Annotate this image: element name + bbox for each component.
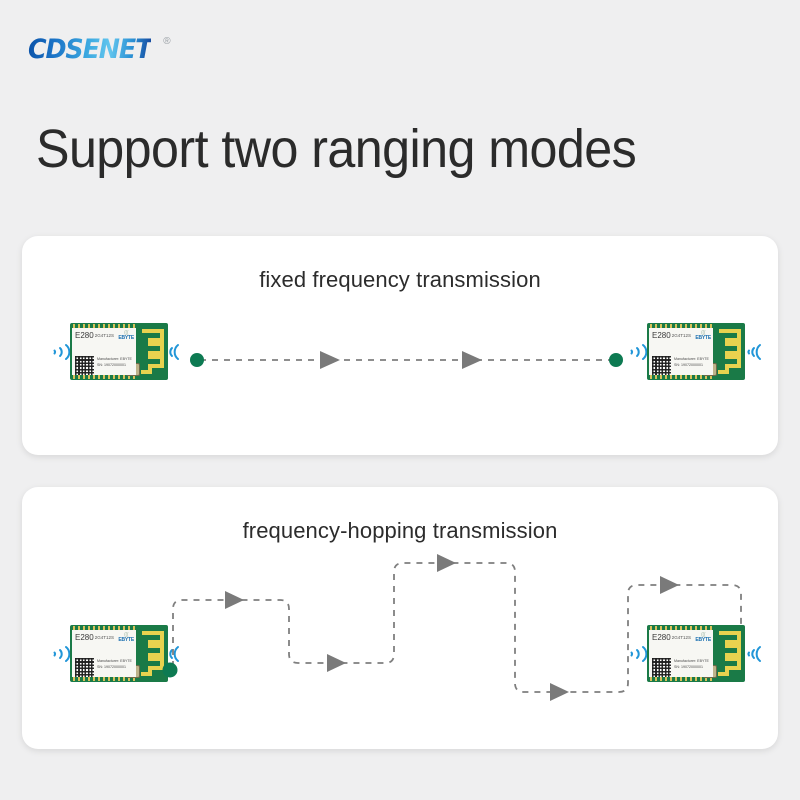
pcb-brand-name: EBYTE — [695, 335, 711, 341]
hop-arrow-1-icon — [225, 591, 244, 609]
brand-logo-text: CDSENET — [28, 34, 152, 65]
pcb-pads-top — [73, 626, 135, 630]
pcb-maker-text: Manufacturer: EBYTE SN: 19072000001 — [97, 659, 132, 670]
frequency-hopping-path — [162, 554, 742, 701]
pcb-pads-top — [650, 626, 712, 630]
pcb-model-variant: 2G4T12S — [94, 333, 114, 338]
pcb-antenna-trace-icon — [141, 631, 164, 676]
hop-arrow-2-icon — [327, 654, 346, 672]
pcb-brand-logo: ((( EBYTE — [118, 633, 134, 643]
pcb-pads-top — [650, 324, 712, 328]
pcb-model-label: E2802G4T12S — [652, 332, 691, 340]
pcb-brand-mark: ((( — [124, 330, 129, 336]
card-fixed-frequency-title: fixed frequency transmission — [259, 267, 541, 292]
pcb-manufacturer-line: Manufacturer: EBYTE — [97, 357, 132, 362]
pcb-antenna-trace-icon — [718, 329, 741, 374]
node-start-dot — [190, 353, 204, 367]
page-title: Support two ranging modes — [36, 119, 637, 179]
pcb-model-label: E2802G4T12S — [75, 332, 114, 340]
pcb-module-left: E2802G4T12S ((( EBYTE Manufacturer: EBYT… — [70, 625, 168, 682]
pcb-serial-line: SN: 19072000001 — [674, 664, 703, 669]
brand-logo: CDSENET ® — [28, 36, 171, 63]
pcb-module-right: E2802G4T12S ((( EBYTE Manufacturer: EBYT… — [647, 625, 745, 682]
pcb-qr-code-icon — [652, 658, 671, 677]
pcb-brand-mark: ((( — [701, 632, 706, 638]
hop-arrow-4-icon — [550, 683, 569, 701]
pcb-brand-name: EBYTE — [118, 335, 134, 341]
pcb-pads-bottom — [650, 677, 712, 681]
signal-waves-left-icon — [630, 645, 647, 662]
pcb-model-label: E2802G4T12S — [652, 634, 691, 642]
node-end-dot — [609, 353, 623, 367]
pcb-serial-line: SN: 19072000001 — [97, 362, 126, 367]
pcb-manufacturer-line: Manufacturer: EBYTE — [674, 659, 709, 664]
pcb-model-variant: 2G4T12S — [671, 635, 691, 640]
signal-waves-left-icon — [53, 645, 70, 662]
hop-arrow-5-icon — [660, 576, 679, 594]
pcb-qr-code-icon — [652, 356, 671, 375]
pcb-brand-logo: ((( EBYTE — [695, 331, 711, 341]
module-left-fixed: E2802G4T12S ((( EBYTE Manufacturer: EBYT… — [46, 323, 190, 380]
pcb-model-variant: 2G4T12S — [94, 635, 114, 640]
pcb-brand-mark: ((( — [701, 330, 706, 336]
signal-waves-right-icon — [169, 343, 179, 360]
pcb-manufacturer-line: Manufacturer: EBYTE — [674, 357, 709, 362]
pcb-maker-text: Manufacturer: EBYTE SN: 19072000001 — [97, 357, 132, 368]
signal-waves-right-icon — [169, 645, 179, 662]
pcb-antenna-trace-icon — [141, 329, 164, 374]
fixed-frequency-diagram: E2802G4T12S ((( EBYTE Manufacturer: EBYT… — [22, 236, 778, 455]
path-arrow-2-icon — [462, 351, 482, 369]
pcb-qr-code-icon — [75, 356, 94, 375]
pcb-serial-line: SN: 19072000001 — [97, 664, 126, 669]
card-fixed-frequency: fixed frequency transmission — [22, 236, 778, 455]
module-left-hopping: E2802G4T12S ((( EBYTE Manufacturer: EBYT… — [46, 625, 190, 682]
pcb-brand-mark: ((( — [124, 632, 129, 638]
module-right-fixed: E2802G4T12S ((( EBYTE Manufacturer: EBYT… — [623, 323, 771, 380]
hop-arrow-3-icon — [437, 554, 456, 572]
pcb-model-name: E280 — [75, 633, 94, 642]
registered-trademark-icon: ® — [163, 36, 171, 47]
pcb-maker-text: Manufacturer: EBYTE SN: 19072000001 — [674, 357, 709, 368]
signal-waves-right-icon — [747, 645, 761, 662]
pcb-brand-name: EBYTE — [695, 637, 711, 643]
path-arrow-1-icon — [320, 351, 340, 369]
signal-waves-left-icon — [53, 343, 70, 360]
pcb-model-name: E280 — [652, 331, 671, 340]
signal-waves-left-icon — [630, 343, 647, 360]
card-frequency-hopping: frequency-hopping transmission — [22, 487, 778, 749]
pcb-pads-bottom — [73, 375, 135, 379]
pcb-model-variant: 2G4T12S — [671, 333, 691, 338]
module-right-hopping: E2802G4T12S ((( EBYTE Manufacturer: EBYT… — [623, 625, 771, 682]
pcb-antenna-trace-icon — [718, 631, 741, 676]
pcb-pads-bottom — [73, 677, 135, 681]
card-frequency-hopping-title: frequency-hopping transmission — [242, 518, 558, 543]
pcb-brand-logo: ((( EBYTE — [695, 633, 711, 643]
pcb-qr-code-icon — [75, 658, 94, 677]
pcb-module-right: E2802G4T12S ((( EBYTE Manufacturer: EBYT… — [647, 323, 745, 380]
signal-waves-right-icon — [747, 343, 761, 360]
pcb-brand-name: EBYTE — [118, 637, 134, 643]
pcb-serial-line: SN: 19072000001 — [674, 362, 703, 367]
pcb-model-name: E280 — [75, 331, 94, 340]
pcb-brand-logo: ((( EBYTE — [118, 331, 134, 341]
pcb-pads-top — [73, 324, 135, 328]
pcb-maker-text: Manufacturer: EBYTE SN: 19072000001 — [674, 659, 709, 670]
pcb-module-left: E2802G4T12S ((( EBYTE Manufacturer: EBYT… — [70, 323, 168, 380]
pcb-manufacturer-line: Manufacturer: EBYTE — [97, 659, 132, 664]
pcb-pads-bottom — [650, 375, 712, 379]
pcb-model-name: E280 — [652, 633, 671, 642]
frequency-hopping-diagram: E2802G4T12S ((( EBYTE Manufacturer: EBYT… — [22, 487, 778, 749]
pcb-model-label: E2802G4T12S — [75, 634, 114, 642]
